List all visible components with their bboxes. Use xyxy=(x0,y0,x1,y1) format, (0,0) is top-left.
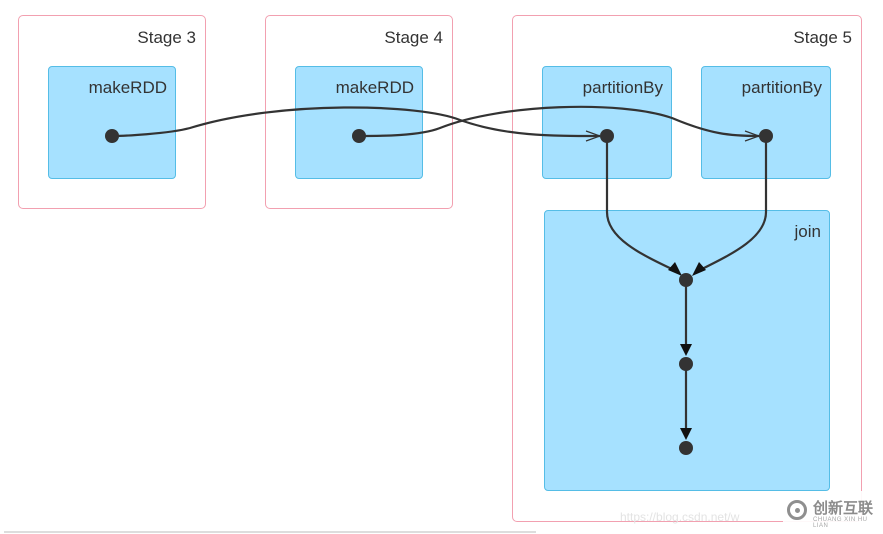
edge-partitionby-2-to-join xyxy=(697,136,768,272)
rdd-node[interactable] xyxy=(352,129,366,143)
rdd-node[interactable] xyxy=(600,129,614,143)
op-makerdd-2[interactable]: makeRDD xyxy=(295,66,423,179)
rdd-node[interactable] xyxy=(679,441,693,455)
shuffle-edge-stage4-to-partitionby xyxy=(358,105,759,136)
logo-brand-en: CHUANG XIN HU LIAN xyxy=(813,517,868,529)
rdd-node[interactable] xyxy=(759,129,773,143)
stage-title: Stage 4 xyxy=(384,28,443,47)
op-title: join xyxy=(794,222,821,241)
logo-brand-cn: 创新互联 xyxy=(813,499,874,517)
op-title: partitionBy xyxy=(741,78,822,97)
arrowhead-icon xyxy=(680,344,692,356)
stage-title: Stage 3 xyxy=(137,28,196,47)
rdd-node[interactable] xyxy=(105,129,119,143)
stage-5-box: Stage 5 xyxy=(512,15,862,522)
stage-3-box: Stage 3 xyxy=(18,15,206,209)
op-title: partitionBy xyxy=(582,78,663,97)
rdd-node[interactable] xyxy=(679,357,693,371)
swirl-logo-icon xyxy=(787,500,807,520)
op-title: makeRDD xyxy=(88,78,167,97)
op-title: makeRDD xyxy=(335,78,414,97)
arrowhead-icon xyxy=(692,262,706,276)
op-makerdd-1[interactable]: makeRDD xyxy=(48,66,176,179)
arrowhead-icon xyxy=(668,262,682,276)
shuffle-edge-stage3-to-partitionby xyxy=(111,106,600,136)
rdd-node[interactable] xyxy=(679,273,693,287)
bottom-divider xyxy=(4,531,536,533)
stage-title: Stage 5 xyxy=(793,28,852,47)
edge-partitionby-1-to-join xyxy=(605,136,677,272)
arrowhead-icon xyxy=(680,428,692,440)
brand-logo: 创新互联 CHUANG XIN HU LIAN xyxy=(783,491,883,529)
watermark-url: https://blog.csdn.net/w xyxy=(620,510,740,524)
